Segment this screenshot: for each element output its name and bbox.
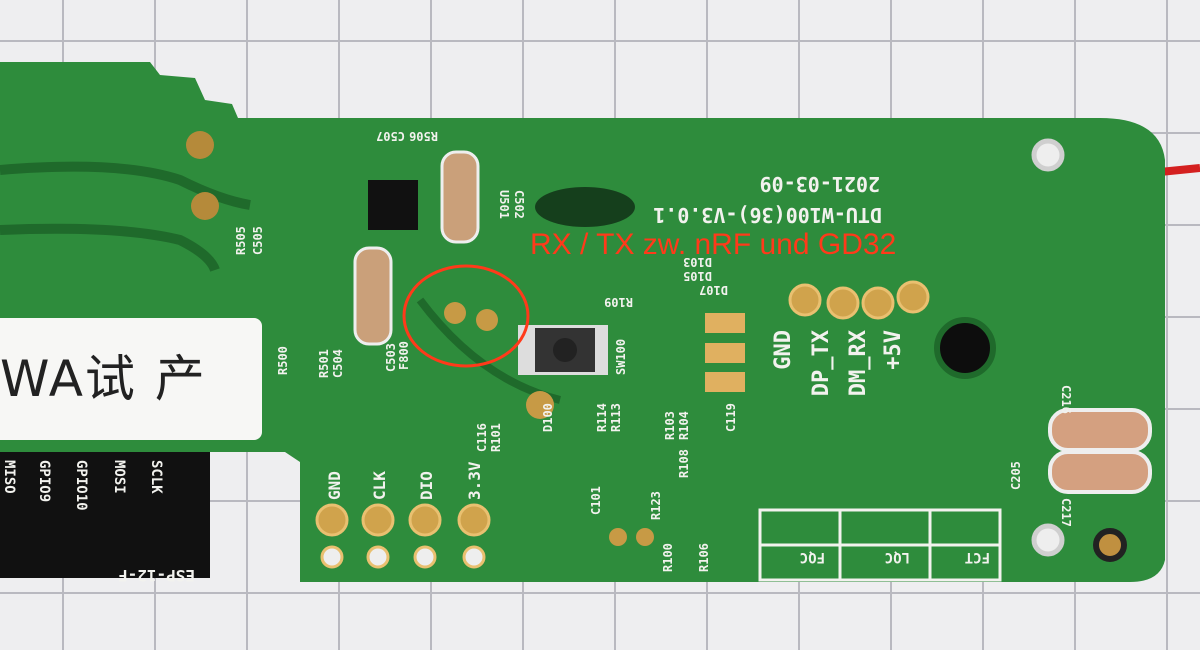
silk-uart-pin: DM_RX [846, 330, 871, 396]
silk-ref: C503 [384, 343, 398, 372]
silk-ref: R123 [649, 491, 663, 520]
silk-ref: R104 [677, 411, 691, 440]
silk-qc: FCT [965, 549, 990, 565]
uart-pads [788, 280, 930, 320]
silk-module-pin: GPIO9 [36, 460, 52, 502]
silk-ref: C205 [1009, 461, 1023, 490]
silk-board-id: DTU-W100(36)-V3.0.1 [653, 203, 882, 227]
silk-ref: C217 [1059, 498, 1073, 527]
silk-date: 2021-03-09 [760, 172, 880, 196]
pcb-board [0, 62, 1165, 582]
silk-module: ESP-12-F [118, 566, 195, 585]
silk-debug-pin: DIO [417, 471, 436, 500]
capacitor [353, 246, 393, 346]
silk-ref: C502 [512, 190, 526, 219]
qc-boxes [758, 508, 1002, 582]
silk-ref: C216 [1059, 385, 1073, 414]
silk-ref: R106 [697, 543, 711, 572]
debug-pads [315, 503, 491, 569]
led-lens [934, 317, 996, 379]
silk-uart-pin: +5V [881, 330, 906, 370]
silk-module-pin: MOSI [111, 460, 127, 494]
silk-ref: R114 [595, 403, 609, 432]
silk-ref: C116 [475, 423, 489, 452]
silk-module-pin: SCLK [148, 460, 164, 494]
silk-debug-pin: 3.3V [465, 461, 484, 500]
silk-debug-pin: GND [325, 471, 344, 500]
silk-ref: D105 [683, 269, 712, 283]
mounting-hole [1031, 138, 1065, 172]
silk-ref: D107 [699, 283, 728, 297]
silk-ref: R500 [276, 346, 290, 375]
silk-qc: LQC [885, 549, 910, 565]
silk-ref: D100 [541, 403, 555, 432]
silk-qc: FQC [800, 549, 825, 565]
silk-ref: R109 [604, 295, 633, 309]
annotation-text: RX / TX zw. nRF und GD32 [530, 228, 897, 261]
chip-u501 [368, 180, 418, 230]
esp-module [0, 435, 210, 578]
silk-ref: U501 [497, 190, 511, 219]
silk-ref: F800 [397, 341, 411, 370]
silk-ref: C101 [589, 486, 603, 515]
silk-ref: R100 [661, 543, 675, 572]
capacitor [440, 150, 480, 244]
silk-ref: C507 [376, 129, 405, 143]
highlight-circle [402, 264, 530, 368]
silk-ref: SW100 [614, 339, 628, 375]
silk-ref: R505 [234, 226, 248, 255]
silk-ref: R108 [677, 449, 691, 478]
silk-debug-pin: CLK [370, 471, 389, 500]
silk-ref: R113 [609, 403, 623, 432]
silk-ref: C119 [724, 403, 738, 432]
silk-ref: R103 [663, 411, 677, 440]
silk-uart-pin: GND [771, 330, 796, 370]
silk-uart-pin: DP_TX [809, 330, 834, 396]
silk-ref: C504 [331, 349, 345, 378]
sticker-label: WA试 产 [0, 318, 262, 440]
silk-module-pin: MISO [1, 460, 17, 494]
silk-ref: R506 [409, 129, 438, 143]
silk-ref: R501 [317, 349, 331, 378]
silk-ref: C505 [251, 226, 265, 255]
mounting-hole [1031, 523, 1065, 557]
silk-module-pin: GPIO10 [73, 460, 89, 511]
silk-ref: R101 [489, 423, 503, 452]
silk-ref: D103 [683, 255, 712, 269]
